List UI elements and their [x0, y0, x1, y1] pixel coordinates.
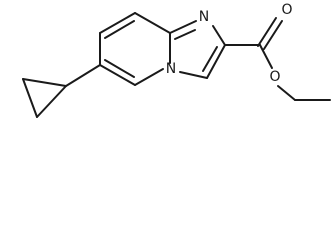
bond-cyclopropyl-b: [22, 78, 38, 118]
bond-carbonyl-o-double-b: [263, 20, 283, 50]
bond-carbonyl-o-ester: [259, 44, 273, 69]
bond-c7-c8-inner: [104, 20, 135, 39]
chemical-structure: N N O O: [22, 2, 331, 118]
bond-cyclopropyl-c: [36, 85, 67, 118]
bond-c5-c6: [99, 64, 136, 86]
bond-cyclopropyl-a: [22, 78, 67, 87]
bond-c8a-n1-inner: [174, 29, 196, 40]
bond-o-ch2: [277, 85, 296, 101]
bond-c2-c3: [206, 44, 226, 79]
bond-n4-c5: [134, 68, 164, 86]
bond-c8a-n1: [169, 20, 197, 34]
bond-c7-c8: [99, 12, 136, 34]
bond-c2-c3-inner: [202, 46, 218, 72]
bond-n1-c2: [212, 25, 226, 46]
bond-c8-c8a: [134, 12, 171, 34]
atom-label-n4: N: [166, 61, 176, 77]
atom-label-n1: N: [199, 9, 209, 25]
bond-carbonyl-o-double-a: [257, 17, 277, 47]
bond-c5-c6-inner: [104, 59, 135, 78]
bond-c6-cyclopropyl: [65, 64, 101, 87]
atom-label-o-ester: O: [269, 69, 280, 85]
atom-label-o-carbonyl: O: [281, 2, 292, 18]
bond-c3-n4: [179, 71, 208, 79]
